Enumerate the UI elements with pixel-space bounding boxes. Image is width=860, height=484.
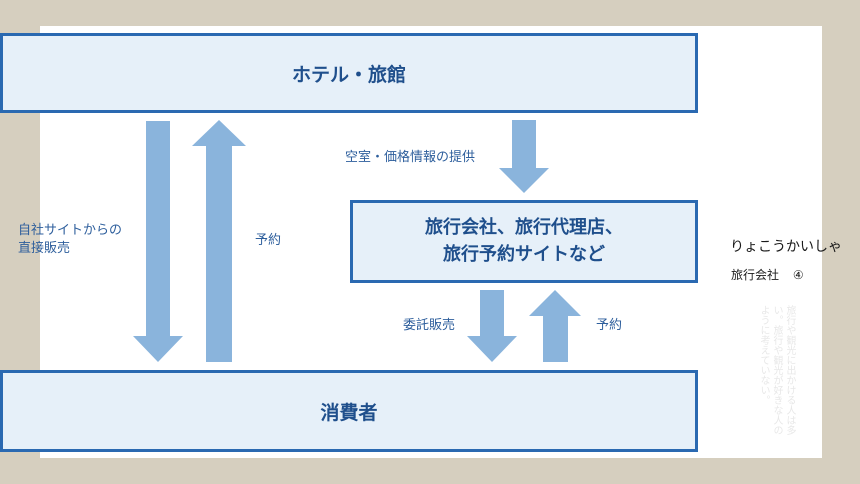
consumer-label: 消費者: [320, 401, 378, 424]
reservation-right-label: 予約: [596, 318, 623, 333]
number-text: ④: [792, 268, 804, 282]
arrow-vacancy-info-down: [499, 120, 549, 193]
hotel-box: ホテル・旅館: [0, 33, 698, 113]
word-note: 旅行会社 ④: [731, 266, 804, 283]
direct-sales-label: 自社サイトからの 直接販売: [18, 222, 122, 257]
travel-agency-box: 旅行会社、旅行代理店、 旅行予約サイトなど: [350, 200, 698, 283]
arrow-consignment-down: [467, 290, 517, 362]
vacancy-info-label: 空室・価格情報の提供: [345, 150, 476, 165]
direct-sales-line1: 自社サイトからの: [18, 223, 123, 238]
agency-label-line2: 旅行予約サイトなど: [443, 243, 605, 265]
consignment-sales-label: 委託販売: [403, 318, 456, 333]
reservation-left-label: 予約: [255, 233, 282, 248]
reading-note: りょこうかいしゃ: [730, 239, 842, 255]
hotel-label: ホテル・旅館: [291, 63, 406, 86]
arrow-direct-sales-down: [133, 121, 183, 362]
arrow-reservation-up-left: [192, 120, 246, 362]
arrow-reservation-up-right: [529, 290, 581, 362]
consumer-box: 消費者: [0, 370, 698, 452]
agency-label-line1: 旅行会社、旅行代理店、: [425, 217, 623, 239]
faint-vertical-text: 旅行や観光に出かける人は多い。旅行や観光が好きな人のように考えていない。: [758, 305, 795, 435]
direct-sales-line2: 直接販売: [18, 240, 71, 256]
word-text: 旅行会社: [731, 268, 780, 282]
